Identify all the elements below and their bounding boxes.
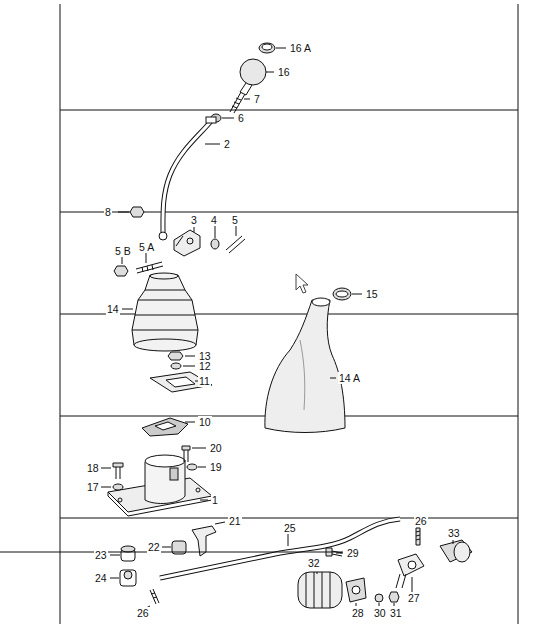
- rod-bellows: [298, 572, 342, 608]
- callout-number: 3: [190, 214, 198, 226]
- callout-number: 29: [346, 547, 360, 559]
- callout-number: 27: [407, 592, 421, 604]
- callout-number: 16: [277, 66, 291, 78]
- callout-number: 25: [283, 522, 297, 534]
- callout-number: 18: [86, 462, 100, 474]
- callout-number: 19: [209, 461, 223, 473]
- callout-number: 5 B: [114, 245, 132, 257]
- callout-number: 6: [237, 112, 245, 124]
- callout-number: 22: [147, 541, 161, 553]
- bellows-boot: [132, 273, 198, 351]
- callout-number: 23: [94, 549, 108, 561]
- callout-number: 26: [136, 607, 150, 619]
- callout-number: 16 A: [289, 42, 312, 54]
- callout-number: 4: [210, 214, 218, 226]
- callout-number: 17: [86, 481, 100, 493]
- callout-number: 30: [373, 607, 387, 619]
- shift-housing: [108, 455, 212, 516]
- callout-number: 5: [231, 214, 239, 226]
- frame: [60, 4, 518, 624]
- callout-number: 7: [253, 93, 261, 105]
- callout-number: 10: [198, 416, 212, 428]
- callout-number: 15: [365, 288, 379, 300]
- callout-number: 20: [209, 442, 223, 454]
- callout-number: 33: [447, 527, 461, 539]
- callout-number: 24: [94, 572, 108, 584]
- callout-number: 32: [307, 557, 321, 569]
- callout-number: 8: [104, 206, 112, 218]
- callout-number: 5 A: [138, 241, 155, 253]
- callout-number: 14 A: [338, 372, 361, 384]
- callout-number: 2: [223, 138, 231, 150]
- callout-number: 1: [211, 494, 219, 506]
- callout-number: 12: [198, 360, 212, 372]
- leather-boot: [265, 298, 345, 433]
- callout-number: 21: [228, 515, 242, 527]
- callout-number: 26: [414, 515, 428, 527]
- callout-number: 31: [389, 607, 403, 619]
- callout-number: 11: [198, 375, 211, 387]
- callout-number: 28: [351, 607, 365, 619]
- callout-number: 14: [106, 303, 120, 315]
